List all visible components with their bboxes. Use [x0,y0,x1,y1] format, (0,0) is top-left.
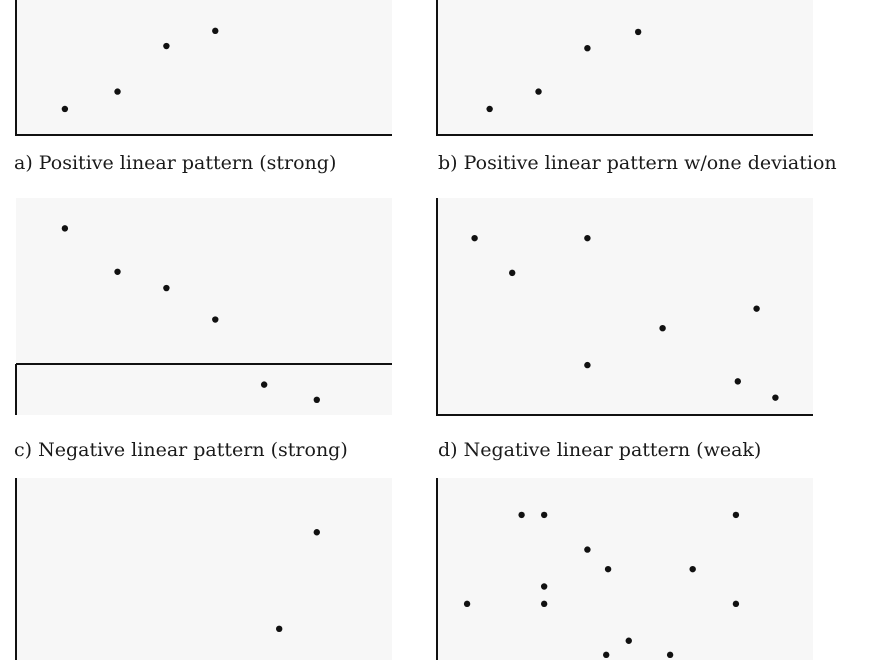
panel-d-point-2 [509,269,516,277]
panel-b-point-0 [486,105,493,113]
panel-f-point-8 [540,600,548,608]
panel-d-point-1 [584,234,591,242]
panel-a-point-0 [61,105,69,113]
panel-f-point-9 [732,600,740,608]
panel-f-point-4 [604,565,612,573]
panel-e-point-0 [313,529,320,536]
panel-c-point-0 [61,225,69,232]
panel-c-point-2 [163,284,170,292]
panel-c-background [16,198,392,415]
panel-e-point-1 [276,625,283,633]
panel-f-background [437,478,813,660]
panel-f-point-1 [540,511,548,519]
panel-c-point-5 [313,396,320,404]
panel-a-point-2 [163,42,170,50]
panel-f-point-11 [603,651,610,659]
panel-b-background [437,0,813,135]
panel-f-point-0 [518,511,525,519]
panel-d-point-4 [753,305,760,312]
panel-b-point-3 [634,28,642,36]
panel-f-point-12 [666,651,674,659]
panel-d-point-6 [734,378,741,385]
panel-d-point-3 [659,325,666,332]
panel-b-point-2 [584,45,591,52]
panel-a-point-3 [212,27,219,35]
panel-f-point-3 [584,546,591,553]
panel-d-point-5 [584,361,591,369]
panel-a-background [16,0,392,135]
panel-c-point-3 [212,316,219,323]
panel-d-point-0 [471,234,478,242]
panel-a-point-1 [114,88,121,95]
panel-f-point-5 [689,565,696,573]
panel-c-point-1 [114,268,121,275]
caption-d: d) Negative linear pattern (weak) [438,439,762,461]
panel-d-point-7 [772,394,779,401]
panel-b-point-1 [535,88,542,95]
caption-c: c) Negative linear pattern (strong) [14,439,348,461]
caption-b: b) Positive linear pattern w/one deviati… [438,152,837,174]
panel-d-background [437,198,813,415]
panel-f-point-6 [540,583,548,590]
panel-f-point-10 [625,637,632,644]
caption-a: a) Positive linear pattern (strong) [14,152,337,174]
panel-e-background [16,478,392,660]
panel-c-point-4 [260,381,268,388]
panel-f-point-2 [732,511,740,519]
panel-f-point-7 [463,600,471,608]
